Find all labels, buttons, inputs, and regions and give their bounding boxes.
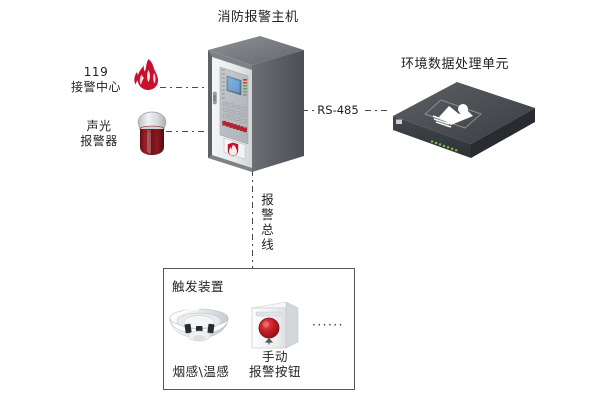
alarm-receiving-center-label: 119 接警中心: [70, 65, 121, 94]
fire-alarm-host-label: 消防报警主机: [217, 10, 299, 25]
beacon-icon: [134, 110, 170, 158]
rs485-edge-label: RS-485: [317, 103, 359, 117]
sound-light-alarm-label: 声光 报警器: [80, 119, 118, 148]
trigger-devices-label: 触发装置: [172, 279, 225, 294]
alarm-bus-label: 报 警 总 线: [260, 192, 276, 252]
edge-host-to-data-unit-left: [302, 110, 314, 112]
smoke-detector-icon: [168, 305, 230, 353]
more-devices-ellipsis: ······: [312, 318, 344, 332]
smoke-heat-detector-label: 烟感\温感: [172, 364, 230, 379]
edge-host-to-data-unit-right: [365, 110, 387, 112]
edge-host-to-beacon: [166, 131, 212, 133]
data-processing-unit-icon: [385, 78, 540, 168]
bus-char-4: 线: [261, 237, 275, 252]
manual-alarm-button-icon: [248, 298, 300, 356]
flame-icon: [131, 58, 163, 92]
bus-char-3: 总: [261, 222, 275, 237]
manual-call-point-label: 手动 报警按钮: [248, 349, 301, 379]
fire-alarm-control-panel-icon: [200, 32, 312, 180]
bus-char-1: 报: [261, 192, 275, 207]
edge-host-to-center: [160, 87, 212, 89]
environment-data-unit-label: 环境数据处理单元: [400, 57, 509, 72]
bus-char-2: 警: [261, 207, 275, 222]
edge-host-to-triggers: [252, 170, 254, 268]
